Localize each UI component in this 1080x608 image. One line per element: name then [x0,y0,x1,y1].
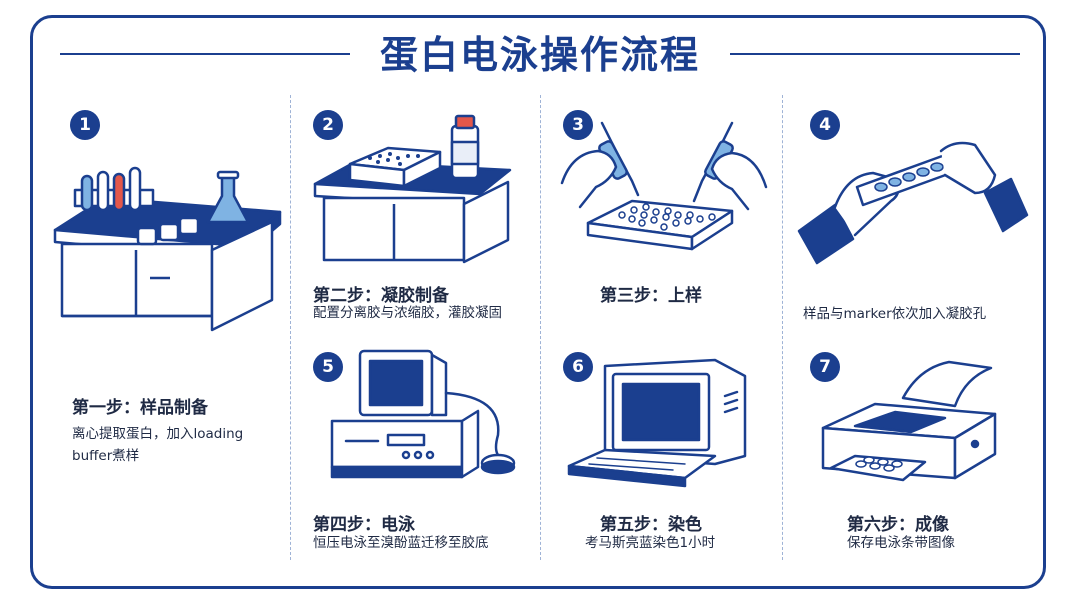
step-number-badge: 4 [810,110,840,140]
step-title: 第五步：染色 [600,515,702,535]
step-description: 恒压电泳至溴酚蓝迁移至胶底 [313,535,489,551]
step-description: 考马斯亮蓝染色1小时 [585,535,716,551]
step-description: 配置分离胶与浓缩胶，灌胶凝固 [313,305,502,321]
step-number-badge: 7 [810,352,840,382]
step-number-badge: 1 [70,110,100,140]
printer-icon [821,360,997,482]
staining-terminal-icon [567,358,747,488]
step-title: 第二步：凝胶制备 [313,286,449,306]
outer-frame [30,15,1046,589]
pipette-loading-icon [560,121,768,251]
page-title: 蛋白电泳操作流程 [379,33,700,77]
gel-comb-hands-icon [797,141,1029,265]
step-description: 离心提取蛋白，加入loading buffer煮样 [72,426,244,464]
step-description: 保存电泳条带图像 [847,535,955,551]
gel-cassette-icon [313,114,512,264]
step-number-badge: 5 [313,352,343,382]
title-rule-right [730,53,1020,55]
step-title: 第四步：电泳 [313,515,415,535]
step-title: 第一步：样品制备 [72,398,208,418]
title-rule-left [60,53,350,55]
step-description: 样品与marker依次加入凝胶孔 [803,306,987,322]
lab-bench-icon [53,166,282,332]
column-divider [782,95,783,560]
column-divider [540,95,541,560]
column-divider [290,95,291,560]
step-number-badge: 3 [563,110,593,140]
step-number-badge: 6 [563,352,593,382]
step-title: 第六步：成像 [847,515,949,535]
step-title: 第三步：上样 [600,286,702,306]
step-number-badge: 2 [313,110,343,140]
computer-electrophoresis-icon [330,349,516,479]
